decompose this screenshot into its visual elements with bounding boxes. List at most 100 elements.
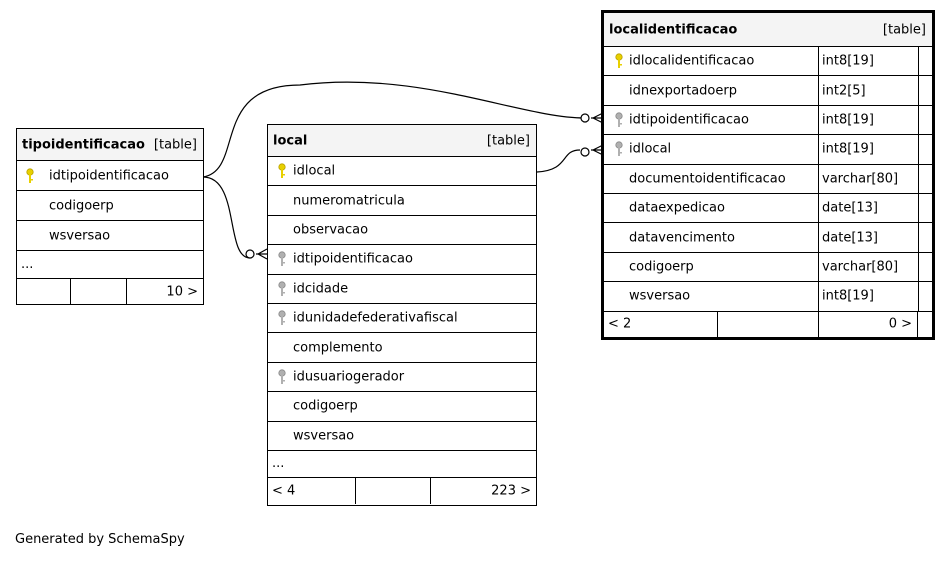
foreign-key-icon [277,251,287,267]
column-name: idunidadefederativafiscal [293,310,458,326]
column-name: idlocal [293,163,336,179]
column-row[interactable]: idtipoidentificacao [268,245,536,275]
footer-parents: < 4 [268,477,356,504]
ellipsis-text: ... [272,455,285,471]
link-end-circle [580,147,590,157]
column-name: codigoerp [629,259,694,275]
column-rail [918,164,919,193]
column-rail [918,47,919,76]
primary-key-icon [614,53,624,69]
footer-parents [17,279,71,304]
column-name: idlocal [629,141,672,157]
column-type-cell: int8[19] [818,47,918,76]
column-row[interactable]: idunidadefederativafiscal [268,304,536,334]
column-row[interactable]: idlocal int8[19] [604,135,932,165]
footer-parents: < 2 [604,311,718,337]
table-tipoidentificacao[interactable]: tipoidentificacao [table] idtipoidentifi… [16,128,204,305]
footer-parents-count: < 4 [272,483,296,499]
column-name: complemento [293,340,383,356]
column-type-cell: varchar[80] [818,164,918,193]
column-name: documentoidentificacao [629,171,786,187]
column-type-cell: int8[19] [818,282,918,311]
column-name: observacao [293,222,369,238]
foreign-key-icon [277,369,287,385]
column-name: codigoerp [49,198,114,213]
link-tipoidentificacao-local [202,176,251,259]
column-name: idusuariogerador [293,369,405,385]
primary-key-icon [277,163,287,179]
column-name: codigoerp [293,398,358,414]
more-columns: ... [17,251,203,279]
foreign-key-icon [277,281,287,297]
table-header[interactable]: localidentificacao [table] [604,13,932,47]
footer-children-count: 223 > [491,483,531,499]
column-row[interactable]: numeromatricula [268,186,536,216]
column-row[interactable]: documentoidentificacao varchar[80] [604,164,932,194]
footer-parents-count: < 2 [608,316,632,332]
column-rail [918,252,919,282]
column-type-cell: date[13] [818,193,918,223]
column-row[interactable]: wsversao [17,221,203,251]
table-name: localidentificacao [609,22,738,37]
footer-middle [356,477,431,504]
column-name: dataexpedicao [629,200,725,216]
table-localidentificacao[interactable]: localidentificacao [table] idlocalidenti… [601,10,935,340]
column-row[interactable]: idcidade [268,275,536,304]
column-type: int8[19] [822,141,874,157]
primary-key-icon [25,167,35,184]
column-row[interactable]: codigoerp [268,392,536,422]
column-row[interactable]: wsversao [268,422,536,451]
column-rail [918,193,919,223]
column-type-cell: date[13] [818,223,918,252]
column-row[interactable]: codigoerp varchar[80] [604,252,932,283]
table-kind: [table] [153,137,197,152]
column-row[interactable]: idlocal [268,157,536,187]
column-name: wsversao [629,288,691,304]
column-rail [918,135,919,164]
column-type: date[13] [822,230,878,246]
column-row[interactable]: observacao [268,216,536,246]
column-type: int8[19] [822,112,874,128]
footer-children: 10 > [127,279,203,304]
column-row[interactable]: codigoerp [17,191,203,221]
foreign-key-icon [614,141,624,157]
column-type-cell: varchar[80] [818,252,918,282]
column-name: idnexportadoerp [629,83,737,99]
column-rail [918,223,919,252]
column-name: idcidade [293,281,349,297]
column-type-cell: int8[19] [818,105,918,135]
column-type: date[13] [822,200,878,216]
table-local[interactable]: local [table] idlocal numeromatricula obse… [267,124,537,506]
column-row[interactable]: datavencimento date[13] [604,223,932,253]
credit-text: Generated by SchemaSpy [15,532,185,547]
column-name: wsversao [49,228,111,243]
column-row[interactable]: idnexportadoerp int2[5] [604,76,932,106]
column-row[interactable]: dataexpedicao date[13] [604,193,932,224]
column-name: idtipoidentificacao [293,251,413,267]
column-name: datavencimento [629,230,735,246]
link-end-circle [580,113,590,123]
table-name: tipoidentificacao [22,137,145,152]
column-type-cell: int2[5] [818,76,918,105]
link-crowfoot [256,248,268,260]
column-row[interactable]: idtipoidentificacao int8[19] [604,105,932,136]
column-type: int2[5] [822,83,866,99]
column-rail [918,282,919,311]
column-row[interactable]: wsversao int8[19] [604,282,932,312]
column-rail [918,105,919,135]
column-row[interactable]: idtipoidentificacao [17,161,203,191]
column-name: idlocalidentificacao [629,53,755,69]
column-row[interactable]: complemento [268,333,536,363]
table-header[interactable]: tipoidentificacao [table] [17,129,203,161]
table-kind: [table] [486,133,530,148]
column-row[interactable]: idusuariogerador [268,363,536,393]
footer-children-count: 0 > [888,316,912,332]
column-row[interactable]: idlocalidentificacao int8[19] [604,47,932,77]
link-tipoidentificacao-localidentificacao [202,81,586,178]
column-name: numeromatricula [293,193,405,209]
column-name: idtipoidentificacao [629,112,749,128]
footer-children: 0 > [819,311,918,337]
column-name: idtipoidentificacao [49,168,169,183]
table-header[interactable]: local [table] [268,125,536,157]
foreign-key-icon [277,310,287,326]
